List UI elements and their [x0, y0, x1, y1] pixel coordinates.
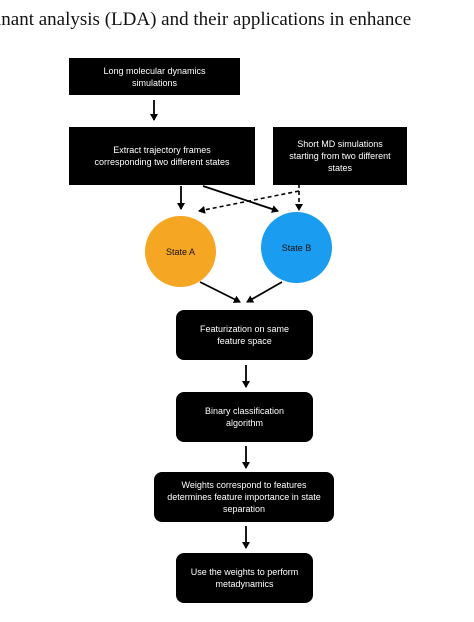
short-md-box: Short MD simulations starting from two d…	[273, 127, 407, 185]
weights-features-label: Weights correspond to features determine…	[167, 480, 321, 514]
extract-frames-box: Extract trajectory frames corresponding …	[69, 127, 255, 185]
binary-classification-box: Binary classification algorithm	[176, 392, 313, 442]
metadynamics-label: Use the weights to perform metadynamics	[190, 567, 299, 589]
state-b-circle: State B	[261, 212, 332, 283]
state-a-label: State A	[165, 246, 196, 257]
metadynamics-box: Use the weights to perform metadynamics	[176, 553, 313, 603]
featurization-label: Featurization on same feature space	[199, 324, 290, 346]
arrow-state-b-to-featurization	[246, 281, 283, 303]
state-b-label: State B	[281, 242, 312, 253]
weights-features-box: Weights correspond to features determine…	[154, 472, 334, 522]
long-md-box: Long molecular dynamics simulations	[69, 58, 240, 95]
arrow-state-a-to-featurization	[199, 281, 241, 303]
short-md-label: Short MD simulations starting from two d…	[289, 139, 391, 173]
state-a-circle: State A	[145, 216, 216, 287]
extract-frames-label: Extract trajectory frames corresponding …	[94, 145, 230, 167]
page-heading: inant analysis (LDA) and their applicati…	[0, 6, 474, 36]
arrow-short-md-to-states-dashed	[198, 184, 300, 214]
long-md-label: Long molecular dynamics simulations	[103, 65, 206, 88]
binary-classification-label: Binary classification algorithm	[204, 406, 285, 428]
featurization-box: Featurization on same feature space	[176, 310, 313, 360]
arrow-extract-to-state-b	[202, 185, 279, 213]
heading-text: inant analysis (LDA) and their applicati…	[0, 9, 412, 30]
